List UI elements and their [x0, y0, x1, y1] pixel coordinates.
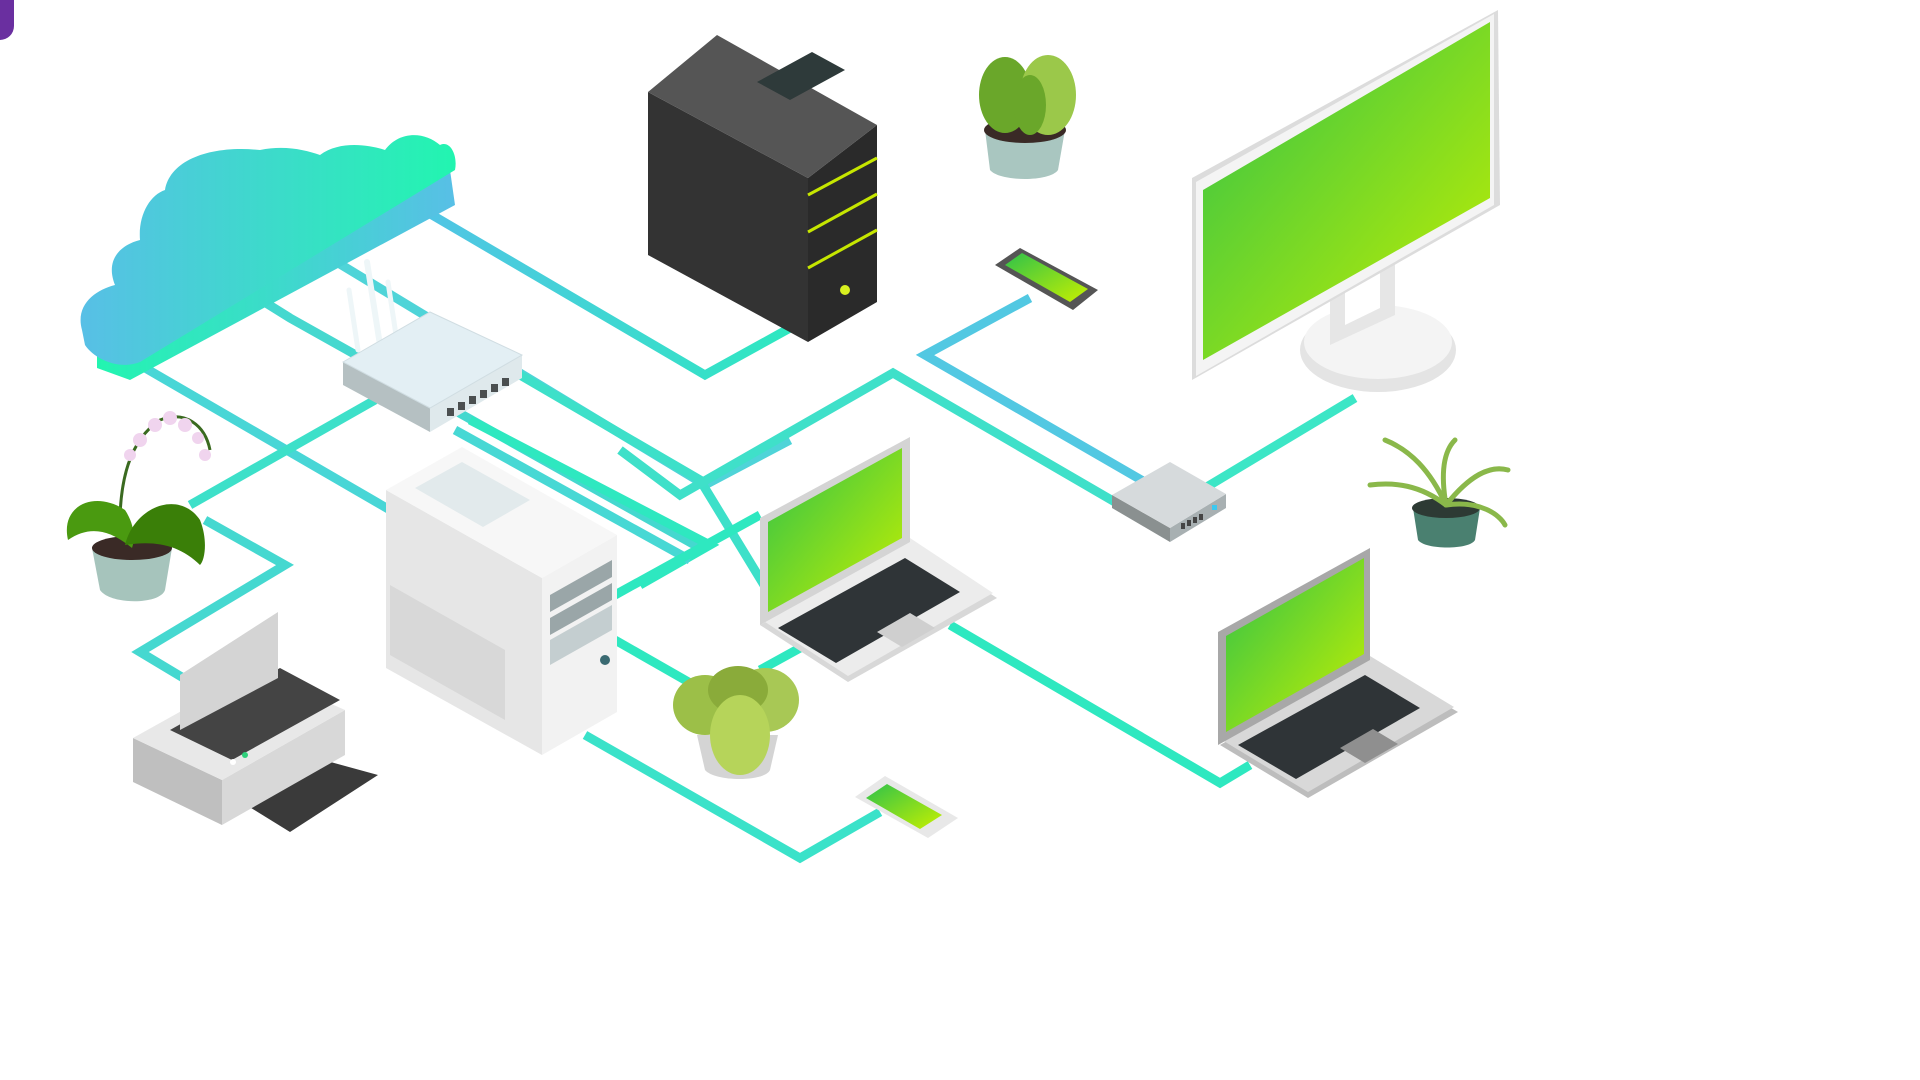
desktop-monitor[interactable]: [1192, 10, 1500, 392]
pot: [985, 130, 1065, 179]
cable-server-laptop: [612, 511, 763, 599]
cable-phone-switch: [915, 294, 1153, 489]
router-top: [341, 311, 524, 409]
switch-top: [1112, 462, 1226, 528]
phone-screen: [1005, 253, 1088, 302]
router-side-left: [343, 362, 430, 432]
pot: [92, 548, 172, 602]
cable-router-printer: [187, 396, 378, 509]
cables: [131, 201, 1358, 864]
printer[interactable]: [133, 612, 378, 832]
cable-laptop-laptop: [947, 621, 1253, 789]
cloud[interactable]: [80, 135, 456, 380]
spider-plant: [1367, 437, 1511, 548]
orchid-leaf: [66, 501, 134, 548]
laptop-trackpad: [1340, 729, 1398, 763]
server-front-recess: [390, 585, 505, 720]
orchid-leaf: [125, 504, 205, 565]
leafy-plant: [673, 666, 799, 779]
printer-led: [242, 752, 248, 758]
switch-ports: [1181, 514, 1203, 529]
wifi-router[interactable]: [341, 259, 524, 432]
cable-plant-laptop: [757, 644, 803, 674]
network-diagram: [66, 10, 1511, 864]
cable-cloud-bottom: [137, 361, 393, 514]
cable-zigzag-printer: [131, 516, 294, 689]
cable-server-phone: [582, 731, 883, 864]
router-antenna: [385, 279, 399, 338]
server-left-face: [648, 92, 808, 342]
light-server[interactable]: [386, 447, 617, 755]
cable-cloud-dark-server: [412, 201, 793, 381]
cactus-body: [1014, 75, 1046, 135]
cactus-plant: [979, 55, 1076, 179]
server-drive-bay: [550, 605, 612, 665]
server-led-bar: [807, 156, 878, 197]
switch-side-left: [1112, 495, 1170, 542]
smartphone-top[interactable]: [995, 248, 1098, 310]
server-drive-bay: [550, 560, 612, 612]
laptop-keyboard: [778, 558, 960, 663]
router-antenna: [346, 287, 361, 353]
phone-screen: [866, 784, 942, 829]
dark-server[interactable]: [648, 35, 878, 342]
switch-status-led: [1212, 505, 1217, 510]
orchid-flowers: [124, 411, 211, 461]
plant-leaf: [710, 695, 770, 775]
server-drive-bay: [550, 583, 612, 635]
corner-artifact: [0, 0, 14, 40]
server-top-face: [648, 35, 877, 178]
printer-lid: [170, 668, 340, 760]
laptop-trackpad: [877, 613, 935, 647]
laptop-center[interactable]: [760, 437, 997, 682]
laptop-screen: [768, 448, 902, 612]
server-vent: [757, 52, 845, 100]
server-led-bar: [807, 228, 878, 270]
network-switch[interactable]: [1112, 462, 1226, 542]
server-power-led: [840, 285, 850, 295]
leaves: [1367, 437, 1511, 528]
monitor-screen: [1203, 22, 1490, 360]
printer-paper-out: [230, 755, 378, 832]
laptop-right[interactable]: [1218, 548, 1458, 798]
printer-paper-in: [180, 612, 278, 730]
router-antenna: [364, 259, 383, 348]
server-top-panel: [415, 462, 530, 527]
server-power-button: [600, 655, 610, 665]
cloud-top: [80, 135, 456, 365]
pot: [1413, 508, 1480, 548]
cable-switch-monitor: [1202, 394, 1358, 492]
orchid-plant: [66, 411, 212, 602]
laptop-keyboard: [1238, 675, 1420, 779]
smartphone-bottom[interactable]: [855, 776, 958, 838]
router-ports: [447, 378, 509, 416]
server-right-face: [808, 125, 877, 342]
printer-side-left: [133, 738, 222, 825]
printer-button: [230, 759, 236, 765]
laptop-screen: [1226, 558, 1364, 732]
server-led-bar: [807, 192, 878, 234]
cable-v-switch: [617, 367, 1123, 509]
cable-router-laptop-3: [452, 426, 693, 564]
printer-side-right: [222, 710, 345, 825]
